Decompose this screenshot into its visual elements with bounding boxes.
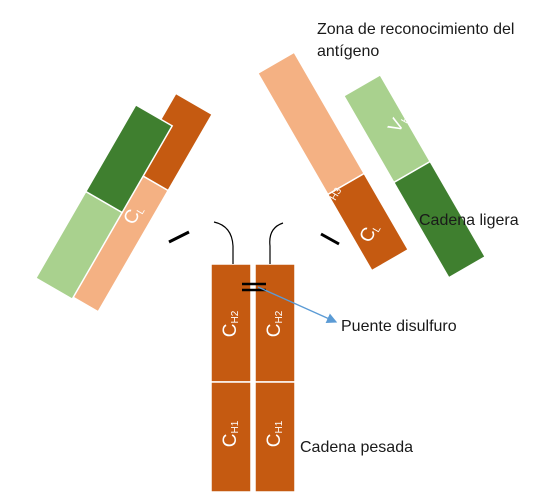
svg-text:CH2: CH2: [264, 310, 285, 337]
svg-text:CH1: CH1: [264, 420, 285, 447]
left-heavy-arm: [60, 92, 214, 313]
light-chain-label: Cadena ligera: [419, 212, 519, 229]
left-vl-label: VL: [49, 128, 77, 155]
stem-left-ch1-label: CH1: [220, 420, 241, 447]
left-light-arm: [34, 103, 174, 301]
stem-right-ch2-label: CH2: [264, 310, 285, 337]
disulfide-pointer-arrow: [257, 286, 338, 324]
right-disulfide-bond: [320, 232, 340, 246]
stem-right-ch1-label: CH1: [264, 420, 285, 447]
left-disulfide-bond: [168, 230, 190, 244]
heavy-chain-label: Cadena pesada: [300, 439, 413, 456]
antigen-zone-label-line2: antígeno: [317, 43, 380, 60]
svg-text:VL: VL: [49, 128, 77, 155]
svg-text:CH2: CH2: [220, 310, 241, 337]
antigen-zone-label-line1: Zona de reconocimiento del: [317, 21, 515, 38]
stem-left-ch2-label: CH2: [220, 310, 241, 337]
right-heavy-arm: [256, 51, 410, 272]
right-cl-segment: [392, 160, 487, 279]
right-vl-label: VL: [428, 134, 456, 161]
right-hinge-connector: [269, 222, 284, 264]
left-cl-segment: [84, 103, 174, 214]
right-vh-segment: [256, 51, 366, 196]
stem-left-ch1-segment: [210, 381, 252, 492]
svg-text:VL: VL: [428, 134, 456, 161]
left-hinge-connector: [213, 221, 234, 264]
svg-text:CH1: CH1: [220, 420, 241, 447]
stem-right-ch1-segment: [254, 381, 296, 492]
disulfide-bridge-label: Puente disulfuro: [341, 318, 457, 335]
right-ch3-segment: [326, 172, 410, 272]
right-light-arm: [342, 73, 487, 279]
